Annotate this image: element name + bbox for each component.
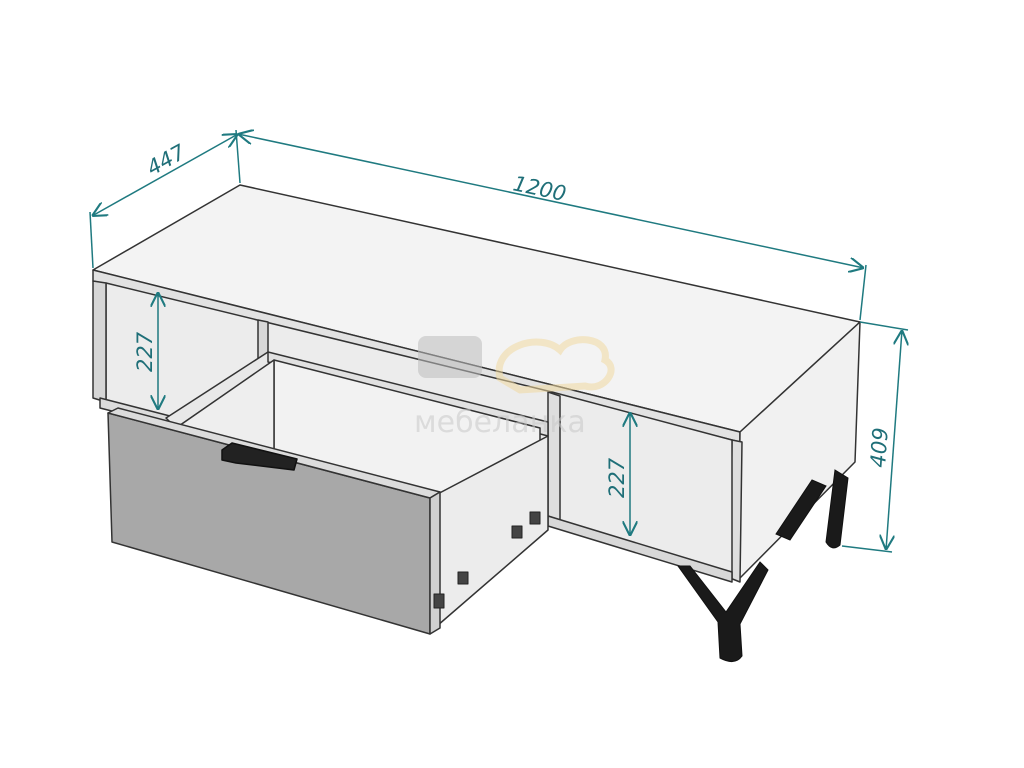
right-back-leg	[825, 469, 849, 549]
ext-right-top	[859, 264, 867, 321]
rail-bracket-1	[433, 593, 445, 609]
rail-bracket-3	[511, 525, 523, 539]
watermark-cloud-icon	[495, 336, 615, 394]
legs	[677, 469, 849, 662]
front-leg-a	[677, 561, 769, 662]
drawer-handle[interactable]	[221, 442, 298, 471]
drawer-front-side-edge	[429, 491, 441, 635]
dim-label-right-niche: 227	[605, 457, 629, 498]
dim-label-left-niche: 227	[133, 331, 157, 372]
ext-height-top	[859, 321, 909, 331]
ext-top-back	[235, 129, 241, 184]
dim-label-width: 1200	[511, 171, 568, 206]
dim-label-height: 409	[866, 427, 893, 469]
rail-bracket-2	[457, 571, 469, 585]
dimension-lines	[89, 129, 909, 553]
watermark-text: мебеланка	[414, 405, 586, 440]
dim-line-height	[886, 330, 902, 550]
drawer-rails	[433, 511, 541, 609]
rail-bracket-4	[529, 511, 541, 525]
front-leg-b	[775, 479, 827, 541]
watermark: мебеланка	[414, 336, 615, 440]
ext-height-bottom	[841, 545, 893, 553]
dim-line-width	[238, 134, 864, 268]
ext-depth-left	[89, 211, 94, 269]
drawer[interactable]	[107, 351, 549, 635]
watermark-sofa-icon	[418, 336, 482, 378]
dim-line-depth	[92, 134, 238, 216]
cabinet-left-side	[92, 280, 107, 403]
